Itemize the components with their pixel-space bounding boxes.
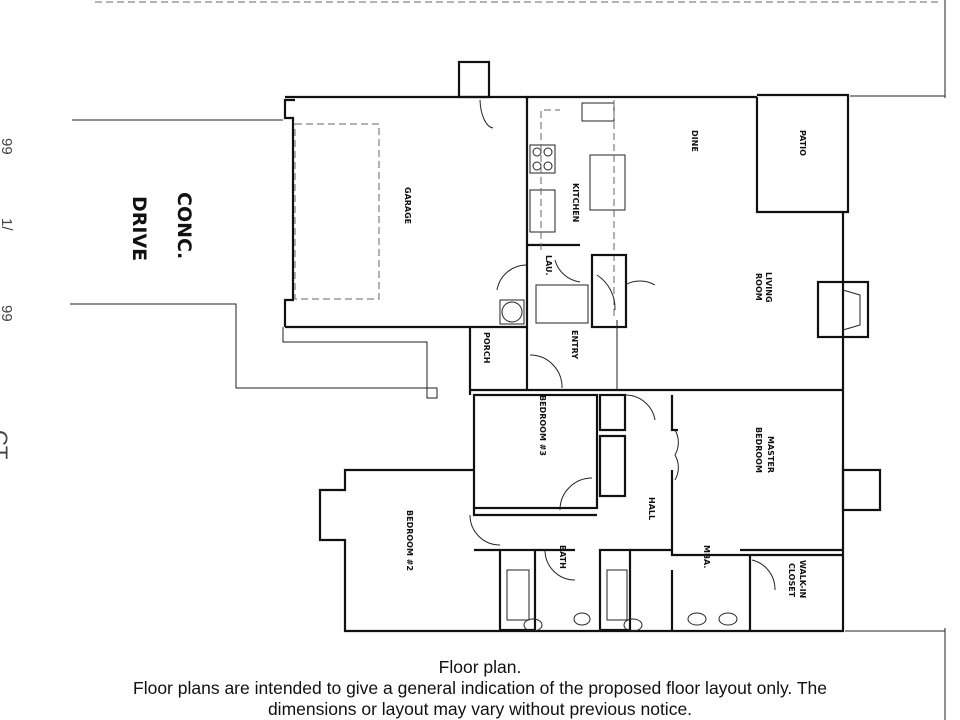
fireplace	[816, 280, 870, 339]
exterior-walls	[285, 93, 850, 633]
caption-title: Floor plan.	[438, 657, 522, 677]
label-room: ROOM	[754, 273, 763, 301]
edge-mark: 1/	[0, 218, 15, 231]
master-bay	[841, 468, 882, 512]
label-drive: DRIVE	[128, 196, 150, 261]
driveway-outline	[70, 119, 438, 399]
bath-walls	[469, 508, 843, 632]
label-walkin: WALK-IN	[798, 560, 807, 598]
label-master-bedroom: BEDROOM	[754, 427, 763, 473]
label-conc: CONC.	[173, 192, 195, 259]
label-bedroom2: BEDROOM #2	[405, 510, 414, 571]
label-hall: HALL	[647, 497, 656, 520]
label-porch: PORCH	[482, 332, 491, 363]
entry-porch	[468, 320, 843, 395]
label-master: MASTER	[766, 436, 775, 473]
label-closet: CLOSET	[787, 563, 796, 598]
label-dine: DINE	[690, 130, 699, 152]
caption-line1: Floor plans are intended to give a gener…	[133, 678, 827, 698]
master-walls	[670, 395, 843, 557]
label-bath: BATH	[558, 545, 567, 569]
label-patio: PATIO	[798, 130, 807, 156]
caption-line2: dimensions or layout may vary without pr…	[267, 699, 693, 719]
label-kitchen: KITCHEN	[571, 183, 580, 222]
edge-mark: 99	[0, 138, 15, 155]
dimension-lines	[95, 0, 946, 720]
kitchen	[496, 97, 656, 329]
label-living: LIVING	[764, 272, 773, 303]
bedroom3-walls	[472, 393, 656, 511]
label-laundry: LAU.	[544, 255, 553, 276]
label-garage: GARAGE	[403, 187, 412, 224]
label-bedroom3: BEDROOM #3	[538, 395, 547, 456]
label-mba: MBA.	[702, 545, 711, 568]
caption: Floor plan. Floor plans are intended to …	[0, 657, 960, 720]
label-entry: ENTRY	[570, 330, 579, 359]
edge-mark: 99	[0, 305, 15, 322]
edge-mark: CT	[0, 430, 12, 459]
